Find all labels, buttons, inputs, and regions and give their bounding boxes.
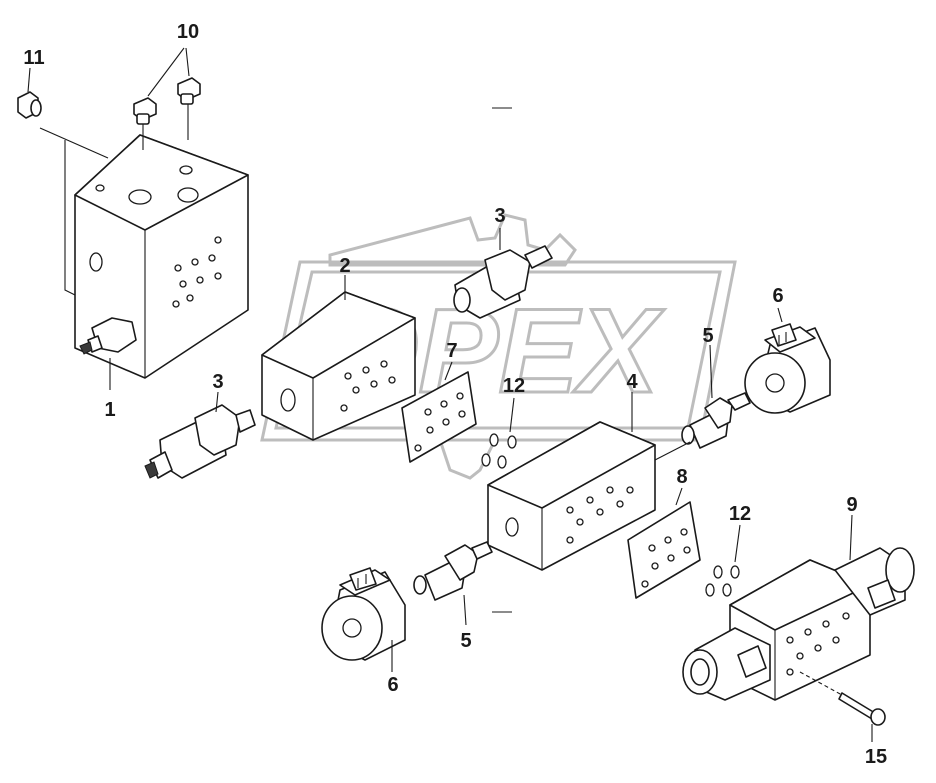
cartridge-valve-3-left <box>144 391 256 479</box>
callout-5-right: 5 <box>702 325 713 347</box>
callout-10: 10 <box>177 21 199 43</box>
coil-6-lower <box>321 567 406 672</box>
callout-9: 9 <box>846 494 857 516</box>
plug-11 <box>17 67 42 119</box>
directional-valve-9 <box>682 514 915 701</box>
gasket-plate-7 <box>401 361 477 463</box>
callout-8: 8 <box>676 466 687 488</box>
o-rings-12-lower <box>705 524 741 597</box>
callout-1: 1 <box>104 399 115 421</box>
leader-10b <box>185 47 190 77</box>
bolt-15 <box>799 671 886 742</box>
callout-15: 15 <box>865 746 887 768</box>
callout-3-left: 3 <box>212 371 223 393</box>
cartridge-valve-3-top <box>453 228 553 319</box>
coil-6-right <box>744 307 831 414</box>
callout-7: 7 <box>446 340 457 362</box>
valve-block-1 <box>39 127 249 390</box>
block-2 <box>261 275 416 441</box>
solenoid-tube-5-lower <box>413 541 493 626</box>
callout-11: 11 <box>23 47 44 69</box>
gasket-plate-8 <box>627 487 701 599</box>
callout-3-top: 3 <box>494 205 505 227</box>
callout-12-lower: 12 <box>729 503 751 525</box>
callout-4: 4 <box>626 371 638 393</box>
plug-10b <box>177 77 201 140</box>
leader-10a <box>147 47 185 97</box>
callout-6-right: 6 <box>772 285 783 307</box>
plug-10a <box>133 97 157 150</box>
o-rings-12-upper <box>481 397 517 469</box>
alignment-marks <box>492 107 512 613</box>
callout-5-lower: 5 <box>460 630 471 652</box>
callout-2: 2 <box>339 255 350 277</box>
callout-12-upper: 12 <box>503 375 525 397</box>
callout-6-lower: 6 <box>387 674 398 696</box>
solenoid-tube-5-right <box>654 344 751 461</box>
